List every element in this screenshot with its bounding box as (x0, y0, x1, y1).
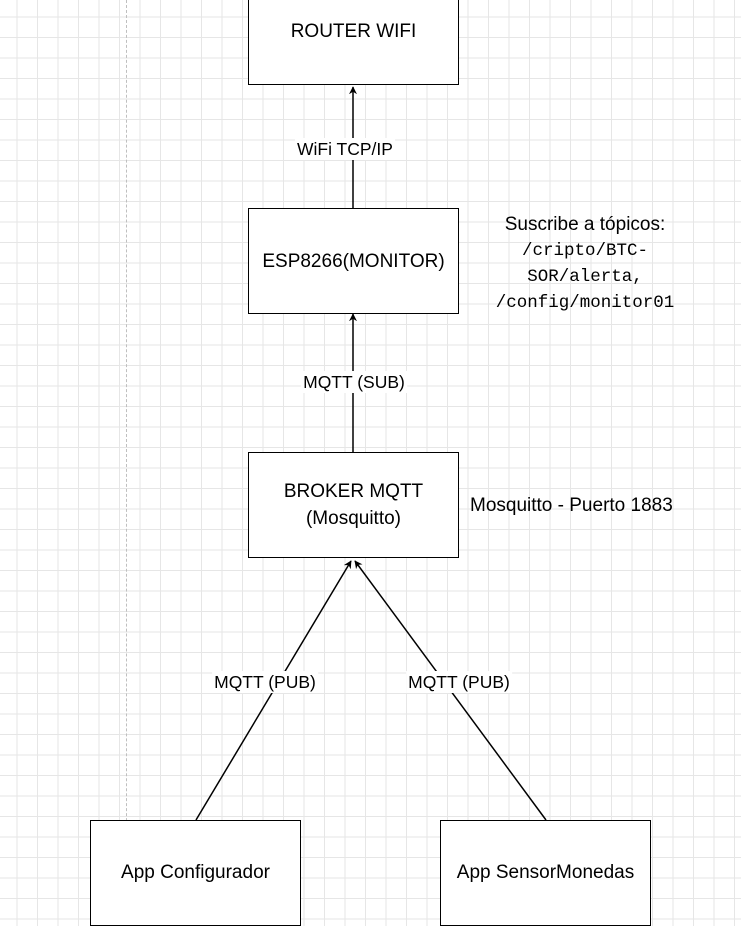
esp8266-monitor-node[interactable]: ESP8266(MONITOR) (248, 208, 459, 314)
wifi-tcpip-label: WiFi TCP/IP (295, 138, 395, 160)
topic-line-2: SOR/alerta, (527, 267, 643, 287)
mqtt-sub-label: MQTT (SUB) (301, 371, 407, 393)
page-boundary-guide (126, 0, 127, 881)
topic-line-3: /config/monitor01 (495, 293, 675, 313)
subscriptions-heading: Suscribe a tópicos: (504, 214, 666, 235)
topic-line-1: /cripto/BTC- (521, 241, 649, 261)
router-wifi-node[interactable]: ROUTER WIFI (248, 0, 459, 85)
connector-layer (195, 86, 547, 821)
mqtt-pub-config-label: MQTT (PUB) (212, 671, 318, 693)
mqtt-pub-sensor-label: MQTT (PUB) (406, 671, 512, 693)
broker-mqtt-node[interactable]: BROKER MQTT (Mosquitto) (248, 452, 459, 558)
esp-subscriptions-note: Suscribe a tópicos: /cripto/BTC- SOR/ale… (480, 212, 690, 316)
app-sensormonedas-node[interactable]: App SensorMonedas (440, 820, 651, 926)
broker-port-note: Mosquitto - Puerto 1883 (470, 495, 673, 516)
app-configurador-node[interactable]: App Configurador (90, 820, 301, 926)
